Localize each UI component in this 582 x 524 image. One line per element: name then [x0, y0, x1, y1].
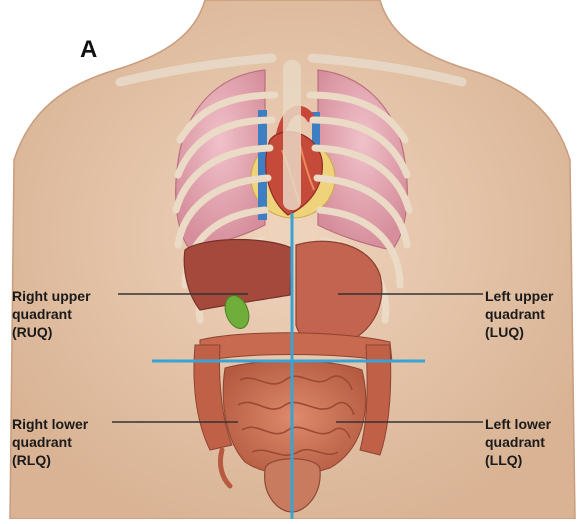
- panel-letter: A: [80, 36, 97, 64]
- sternum: [283, 60, 301, 210]
- label-right-lower-quadrant: Right lower quadrant (RLQ): [12, 415, 88, 469]
- label-left-lower-quadrant: Left lower quadrant (LLQ): [485, 415, 551, 469]
- label-left-upper-quadrant: Left upper quadrant (LUQ): [485, 287, 553, 341]
- label-right-upper-quadrant: Right upper quadrant (RUQ): [12, 287, 91, 341]
